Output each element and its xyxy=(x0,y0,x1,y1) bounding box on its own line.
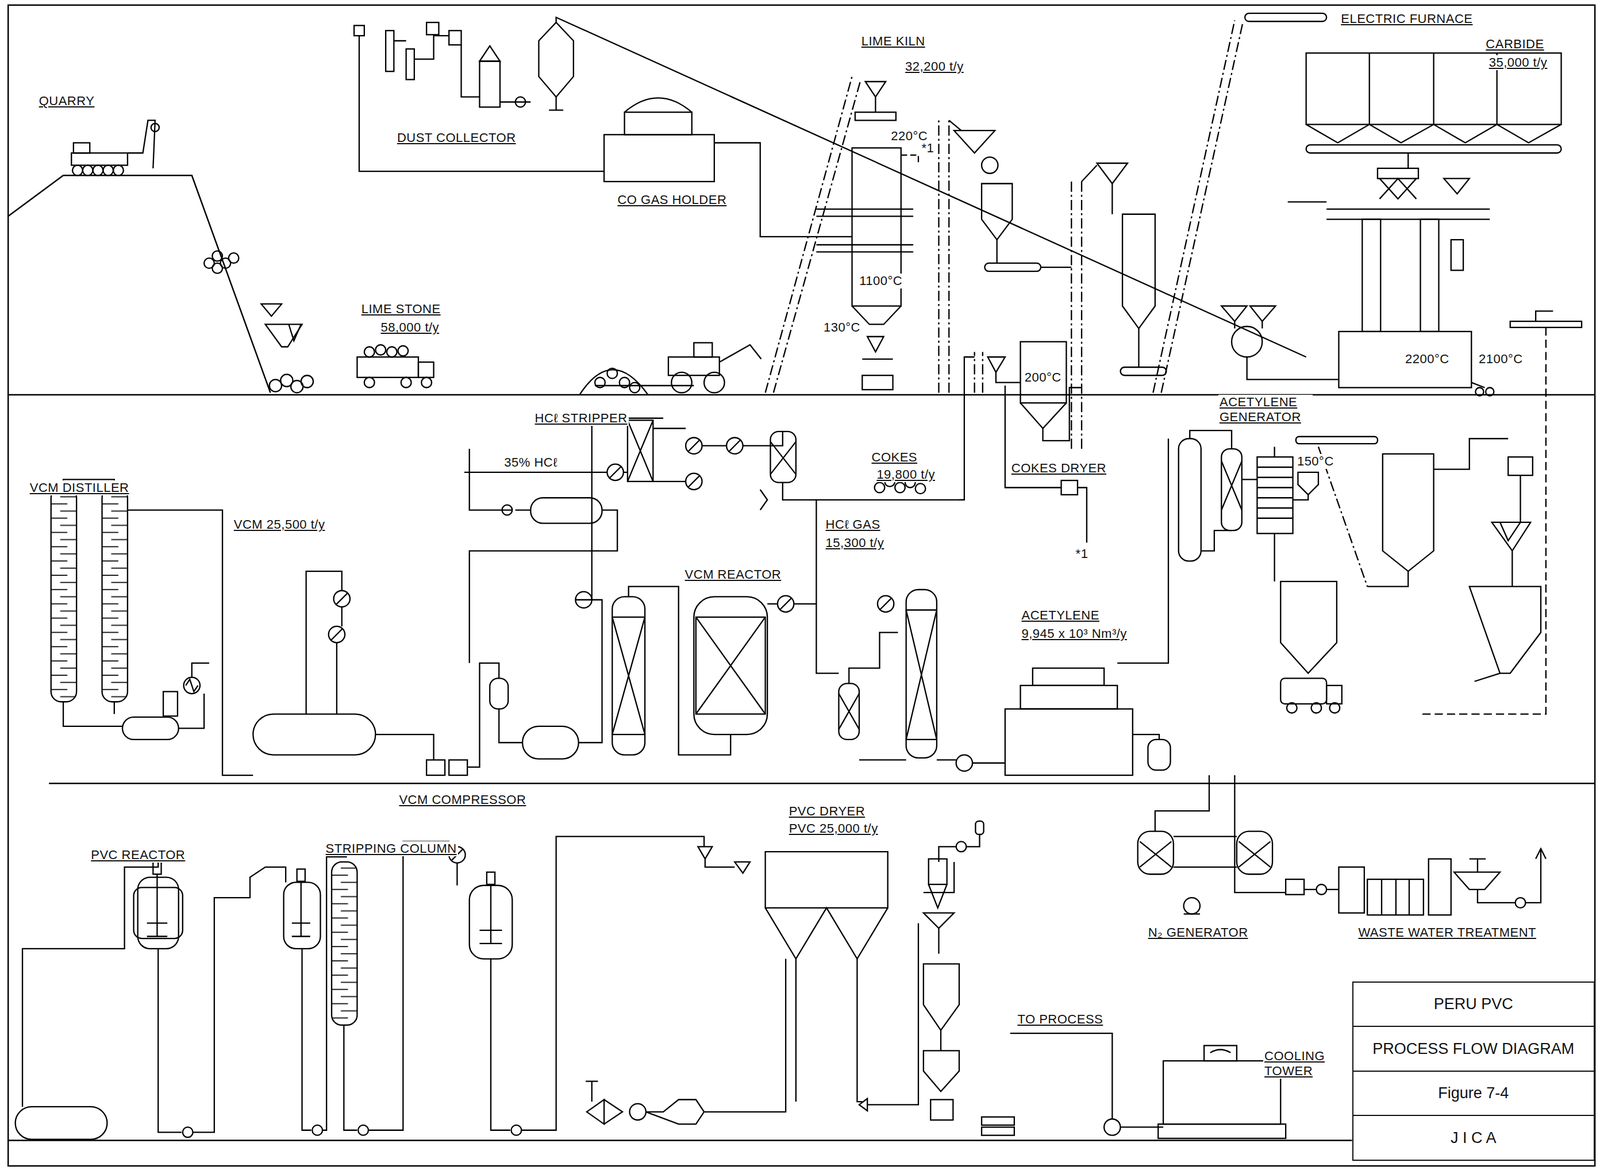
process-label: LIME STONE xyxy=(360,301,442,317)
process-label: DUST COLLECTOR xyxy=(395,130,518,146)
process-label: 9,945 x 10³ Nm³/y xyxy=(1020,626,1129,642)
process-label: N₂ GENERATOR xyxy=(1147,925,1250,941)
process-label: COOLING TOWER xyxy=(1263,1048,1333,1079)
process-label: VCM 25,500 t/y xyxy=(232,517,327,533)
process-label: ACETYLENE xyxy=(1020,608,1101,623)
process-label: COKES DRYER xyxy=(1010,460,1108,476)
acetylene-figures xyxy=(1178,430,1541,714)
process-label: ACETYLENE GENERATOR xyxy=(1218,394,1313,425)
process-label: 2200°C xyxy=(1404,351,1451,367)
process-label: VCM DISTILLER xyxy=(28,480,131,496)
process-label: QUARRY xyxy=(37,93,96,109)
process-label: *1 xyxy=(1074,546,1090,562)
process-label: ELECTRIC FURNACE xyxy=(1339,11,1474,27)
lime-kiln-figures xyxy=(594,76,919,393)
title-cell: PERU PVC xyxy=(1353,982,1595,1028)
process-label: 58,000 t/y xyxy=(379,320,441,336)
process-label: CO GAS HOLDER xyxy=(616,192,728,208)
process-label: 1100°C xyxy=(858,273,904,289)
gas-holder-and-dust-collector xyxy=(354,17,1307,357)
title-cell: J I C A xyxy=(1353,1116,1595,1160)
process-label: 19,800 t/y xyxy=(875,467,937,483)
frame-lines xyxy=(8,5,1595,1167)
process-label: VCM REACTOR xyxy=(683,567,783,583)
process-label: 200°C xyxy=(1023,370,1063,386)
pvc-plant-figures xyxy=(15,821,1287,1140)
process-label: HCℓ GAS xyxy=(824,517,882,533)
vcm-plant-figures xyxy=(51,418,1171,776)
process-label: HCℓ STRIPPER xyxy=(533,410,629,426)
process-label: 2100°C xyxy=(1477,351,1525,367)
process-label: TO PROCESS xyxy=(1016,1012,1105,1028)
carbide-furnace-figures xyxy=(1152,13,1582,714)
process-label: LIME KILN xyxy=(860,33,927,49)
process-label: 15,300 t/y xyxy=(824,535,886,551)
utility-figures xyxy=(1137,775,1546,915)
quarry-figures xyxy=(71,120,761,395)
title-cell: Figure 7-4 xyxy=(1353,1071,1595,1117)
process-label: VCM COMPRESSOR xyxy=(397,792,528,808)
process-label: 35,000 t/y xyxy=(1487,55,1549,71)
process-label: 35% HCℓ xyxy=(502,455,559,471)
title-block: PERU PVCPROCESS FLOW DIAGRAMFigure 7-4J … xyxy=(1352,981,1596,1161)
process-label: PVC 25,000 t/y xyxy=(787,821,880,837)
process-label: WASTE WATER TREATMENT xyxy=(1356,925,1538,941)
process-label: PVC DRYER xyxy=(787,804,867,819)
process-label: 150°C xyxy=(1295,454,1336,469)
process-label: CARBIDE xyxy=(1484,36,1545,52)
title-cell: PROCESS FLOW DIAGRAM xyxy=(1353,1027,1595,1072)
process-label: *1 xyxy=(920,140,936,156)
process-label: 130°C xyxy=(822,320,862,336)
process-label: COKES xyxy=(870,450,919,465)
process-label: 32,200 t/y xyxy=(904,59,965,75)
process-label: PVC REACTOR xyxy=(89,847,187,863)
crusher-and-elevators xyxy=(874,117,1167,543)
process-label: STRIPPING COLUMN xyxy=(324,841,459,857)
